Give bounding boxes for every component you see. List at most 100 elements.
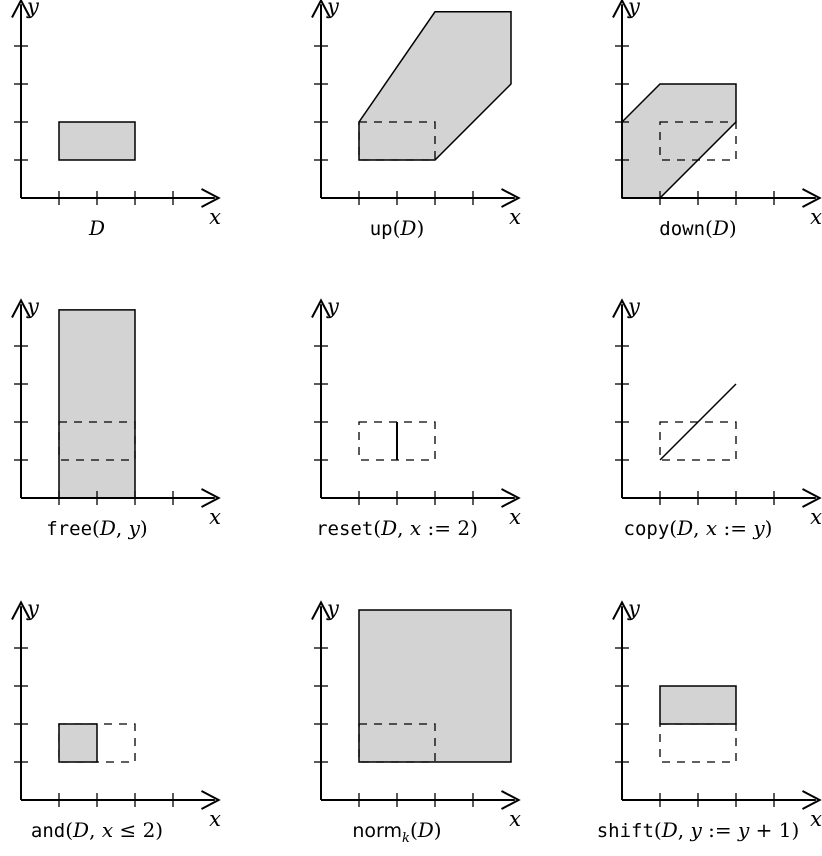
caption-part: x [410,516,421,540]
caption-part: ) [140,516,148,540]
caption-part: ) [729,216,737,240]
y-axis-label: y [326,597,340,621]
x-axis-label: x [509,807,521,831]
caption-part: D [712,216,729,240]
panel-caption: normk(D) [352,818,441,846]
y-axis-arrowhead [612,0,632,18]
caption-part: shift [597,820,654,842]
caption-part: ( [373,516,381,540]
caption-part: , [116,516,129,540]
panel-D: x yD [11,0,221,240]
y-axis-arrowhead [612,298,632,318]
caption-part: := [702,818,738,842]
caption-part: ( [65,818,73,842]
panel-caption: down(D) [659,216,736,240]
caption-part: ( [92,516,100,540]
caption-part: D [661,818,678,842]
y-axis-label: y [26,295,40,319]
panel-reset: x y reset(D, x := 2) [311,295,521,540]
panel-caption: free(D, y) [46,516,147,540]
caption-part: ) [434,818,442,842]
zone-region [58,121,136,161]
x-axis-label: x [209,505,221,529]
caption-part: D [676,516,693,540]
caption-part: , [678,818,691,842]
x-axis-label: x [810,205,822,229]
zone-region [621,83,737,199]
zone-region [659,685,737,725]
caption-part: copy [624,518,670,540]
caption-part: norm [352,820,402,842]
caption-part: ) [765,516,773,540]
caption-part: y [752,516,765,540]
x-axis-arrowhead [501,488,521,508]
zone-region [58,723,98,763]
panel-caption: copy(D, x := y) [624,516,773,540]
original-zone-outline [58,421,136,461]
caption-part: ≤ 2) [113,818,163,842]
x-axis-label: x [209,807,221,831]
y-axis-arrowhead [11,298,31,318]
x-axis-label: x [509,205,521,229]
y-axis-arrowhead [11,600,31,620]
caption-part: , [397,516,410,540]
caption-part: ) [416,216,424,240]
x-axis-arrowhead [501,188,521,208]
original-zone-outline [358,723,436,763]
x-axis-label: x [209,205,221,229]
caption-part: ( [654,818,662,842]
y-axis-arrowhead [612,600,632,620]
caption-part: up [370,218,393,240]
x-axis-arrowhead [802,488,822,508]
caption-part: := [717,516,753,540]
panel-norm: x y normk(D) [311,597,521,846]
caption-part: free [46,518,92,540]
panel-caption: D [88,216,105,240]
caption-part: and [31,820,65,842]
x-axis-arrowhead [802,790,822,810]
caption-part: ( [669,516,677,540]
diagonal-ray [659,383,737,461]
caption-part: , [693,516,706,540]
original-zone-outline [659,121,737,161]
caption-part: + 1) [749,818,799,842]
y-axis-arrowhead [11,0,31,18]
caption-part: D [399,216,416,240]
y-axis-label: y [26,0,40,19]
caption-part: reset [316,518,373,540]
x-axis-arrowhead [201,188,221,208]
caption-part: ( [705,216,713,240]
caption-part: x [102,818,113,842]
x-axis-arrowhead [201,790,221,810]
caption-part: x [706,516,717,540]
caption-part: D [88,216,105,240]
original-zone-outline [659,421,737,461]
y-axis-arrowhead [311,298,331,318]
panel-caption: and(D, x ≤ 2) [31,818,163,842]
caption-part: D [99,516,116,540]
x-axis-arrowhead [501,790,521,810]
caption-part: D [380,516,397,540]
caption-part: , [89,818,102,842]
y-axis-arrowhead [311,0,331,18]
caption-part: ( [393,216,401,240]
y-axis-label: y [326,295,340,319]
panel-caption: reset(D, x := 2) [316,516,478,540]
caption-part: := 2) [421,516,478,540]
y-axis-label: y [627,295,641,319]
caption-part: y [128,516,141,540]
caption-part: y [689,818,702,842]
panel-caption: up(D) [370,216,425,240]
x-axis-arrowhead [201,488,221,508]
caption-part: D [417,818,434,842]
panel-caption: shift(D, y := y + 1) [597,818,800,842]
caption-part: ( [410,818,418,842]
caption-part: D [72,818,89,842]
x-axis-label: x [810,505,822,529]
